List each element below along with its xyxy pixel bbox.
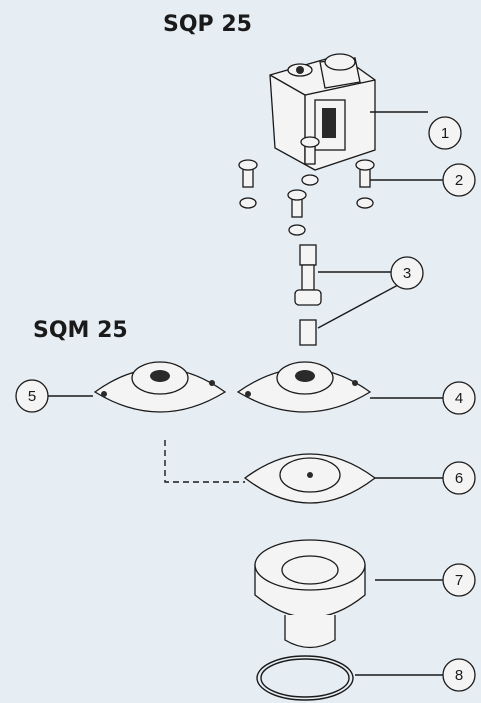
callout-7-label: 7 bbox=[455, 572, 463, 589]
callout-5-circle bbox=[15, 379, 49, 413]
callout-6-circle bbox=[442, 461, 476, 495]
valve-body-part bbox=[254, 539, 366, 649]
callout-3-label: 3 bbox=[403, 265, 411, 282]
callout-6-label: 6 bbox=[455, 470, 463, 487]
callout-4-circle bbox=[442, 381, 476, 415]
bonnet-sqp-part bbox=[236, 361, 372, 413]
armature-tube-part bbox=[294, 244, 322, 346]
title-sqm25: SQM 25 bbox=[33, 318, 128, 343]
callout-2-label: 2 bbox=[455, 172, 463, 189]
callout-7-circle bbox=[442, 563, 476, 597]
callout-1-circle bbox=[428, 116, 462, 150]
bonnet-sqm-part bbox=[93, 361, 227, 413]
diaphragm-part bbox=[164, 440, 377, 504]
title-sqp25: SQP 25 bbox=[163, 12, 252, 37]
callout-5-label: 5 bbox=[28, 388, 36, 405]
solenoid-coil-part bbox=[269, 53, 376, 171]
o-ring-part bbox=[256, 655, 354, 701]
callout-8-label: 8 bbox=[455, 667, 463, 684]
callout-4-label: 4 bbox=[455, 390, 463, 407]
callouts: 1 2 3 4 5 6 7 8 bbox=[15, 111, 476, 692]
callout-8-circle bbox=[442, 658, 476, 692]
callout-2-circle bbox=[442, 163, 476, 197]
screws-washers-part bbox=[238, 136, 375, 236]
callout-3-circle bbox=[390, 256, 424, 290]
callout-1-label: 1 bbox=[441, 125, 449, 142]
